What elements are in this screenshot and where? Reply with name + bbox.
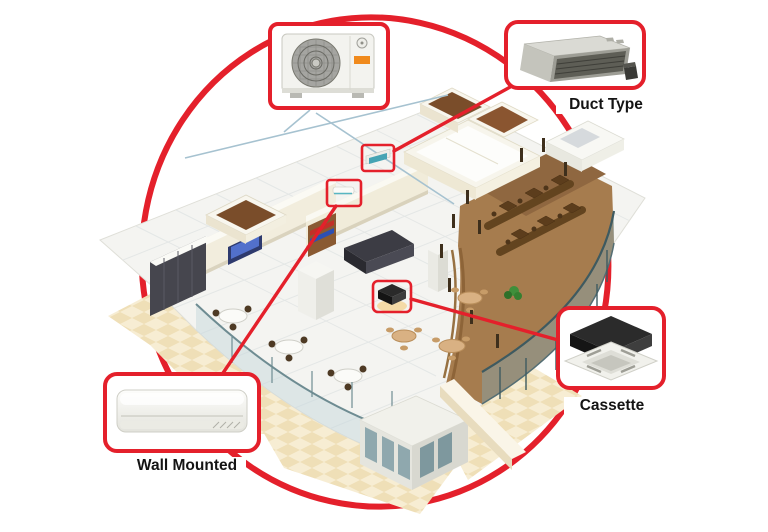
duct-type-label: Duct Type: [556, 96, 656, 114]
wall-mounted-callout: [103, 372, 261, 453]
wall-unit-highlight: [325, 178, 363, 208]
wall-mounted-label: Wall Mounted: [128, 457, 246, 475]
cassette-unit-highlight: [371, 279, 413, 314]
wall-mounted-unit-image: [116, 389, 248, 433]
outdoor-unit-callout: [268, 22, 390, 110]
booth-seating: [484, 174, 586, 256]
lounge-tables: [212, 305, 367, 391]
callout-connectors: [219, 84, 560, 378]
cassette-callout: [556, 306, 666, 390]
deck-round-tables: [386, 286, 522, 361]
cassette-label: Cassette: [564, 397, 660, 415]
plant: [504, 286, 522, 300]
duct-unit-highlight: [360, 143, 396, 173]
entrance-wing: [359, 379, 526, 490]
brand-badge: [354, 56, 370, 64]
cassette-unit-image: [563, 316, 659, 381]
building-walls: [150, 87, 625, 348]
duct-unit-image: [520, 35, 638, 82]
reception-desk: [344, 230, 414, 274]
duct-type-callout: [504, 20, 646, 90]
outdoor-condenser-unit-image: [281, 33, 375, 98]
